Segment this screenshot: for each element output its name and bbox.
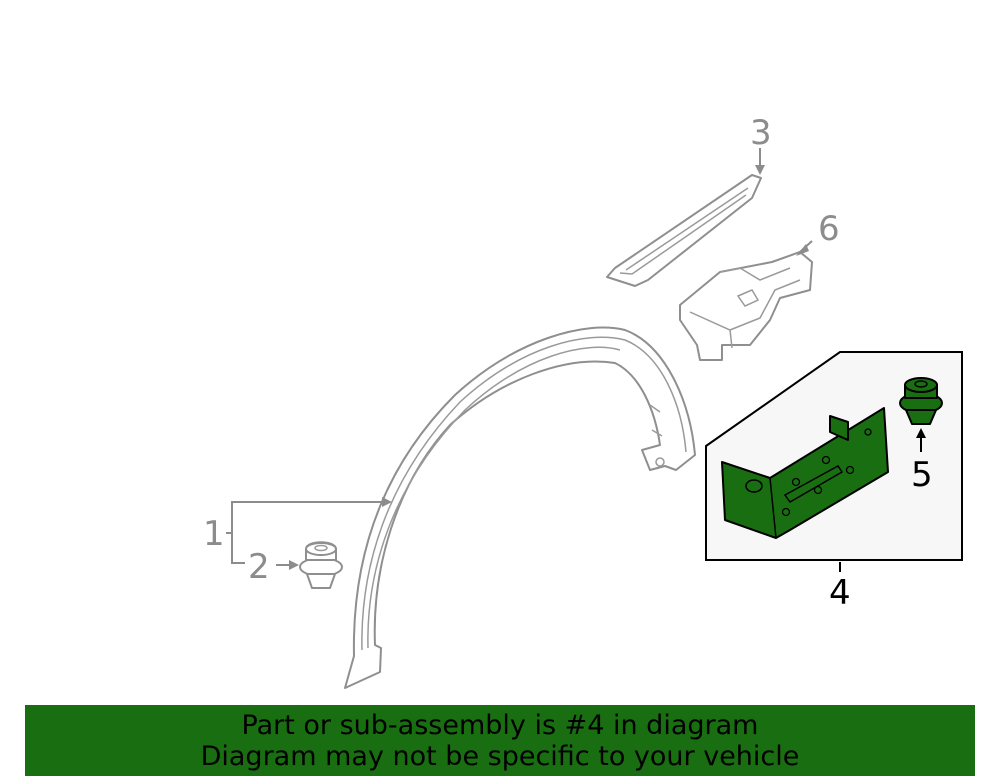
part-4-bracket (721, 407, 889, 539)
callout-4: 4 (829, 573, 851, 613)
callout-1: 1 (203, 514, 225, 554)
part-2-clip (276, 541, 343, 589)
callout-1-leader (226, 497, 392, 564)
part-3-molding-strip (606, 148, 765, 287)
callout-5: 5 (911, 455, 933, 495)
callout-2: 2 (248, 547, 270, 587)
part-6-bracket (679, 240, 813, 361)
info-banner: Part or sub-assembly is #4 in diagram Di… (25, 705, 975, 776)
part-1-wheel-arch-flare (344, 326, 696, 689)
part-5-clip (899, 377, 943, 452)
banner-line-1: Part or sub-assembly is #4 in diagram (241, 709, 759, 741)
callout-3: 3 (750, 113, 772, 153)
callout-6: 6 (818, 209, 840, 249)
banner-line-2: Diagram may not be specific to your vehi… (200, 740, 800, 772)
